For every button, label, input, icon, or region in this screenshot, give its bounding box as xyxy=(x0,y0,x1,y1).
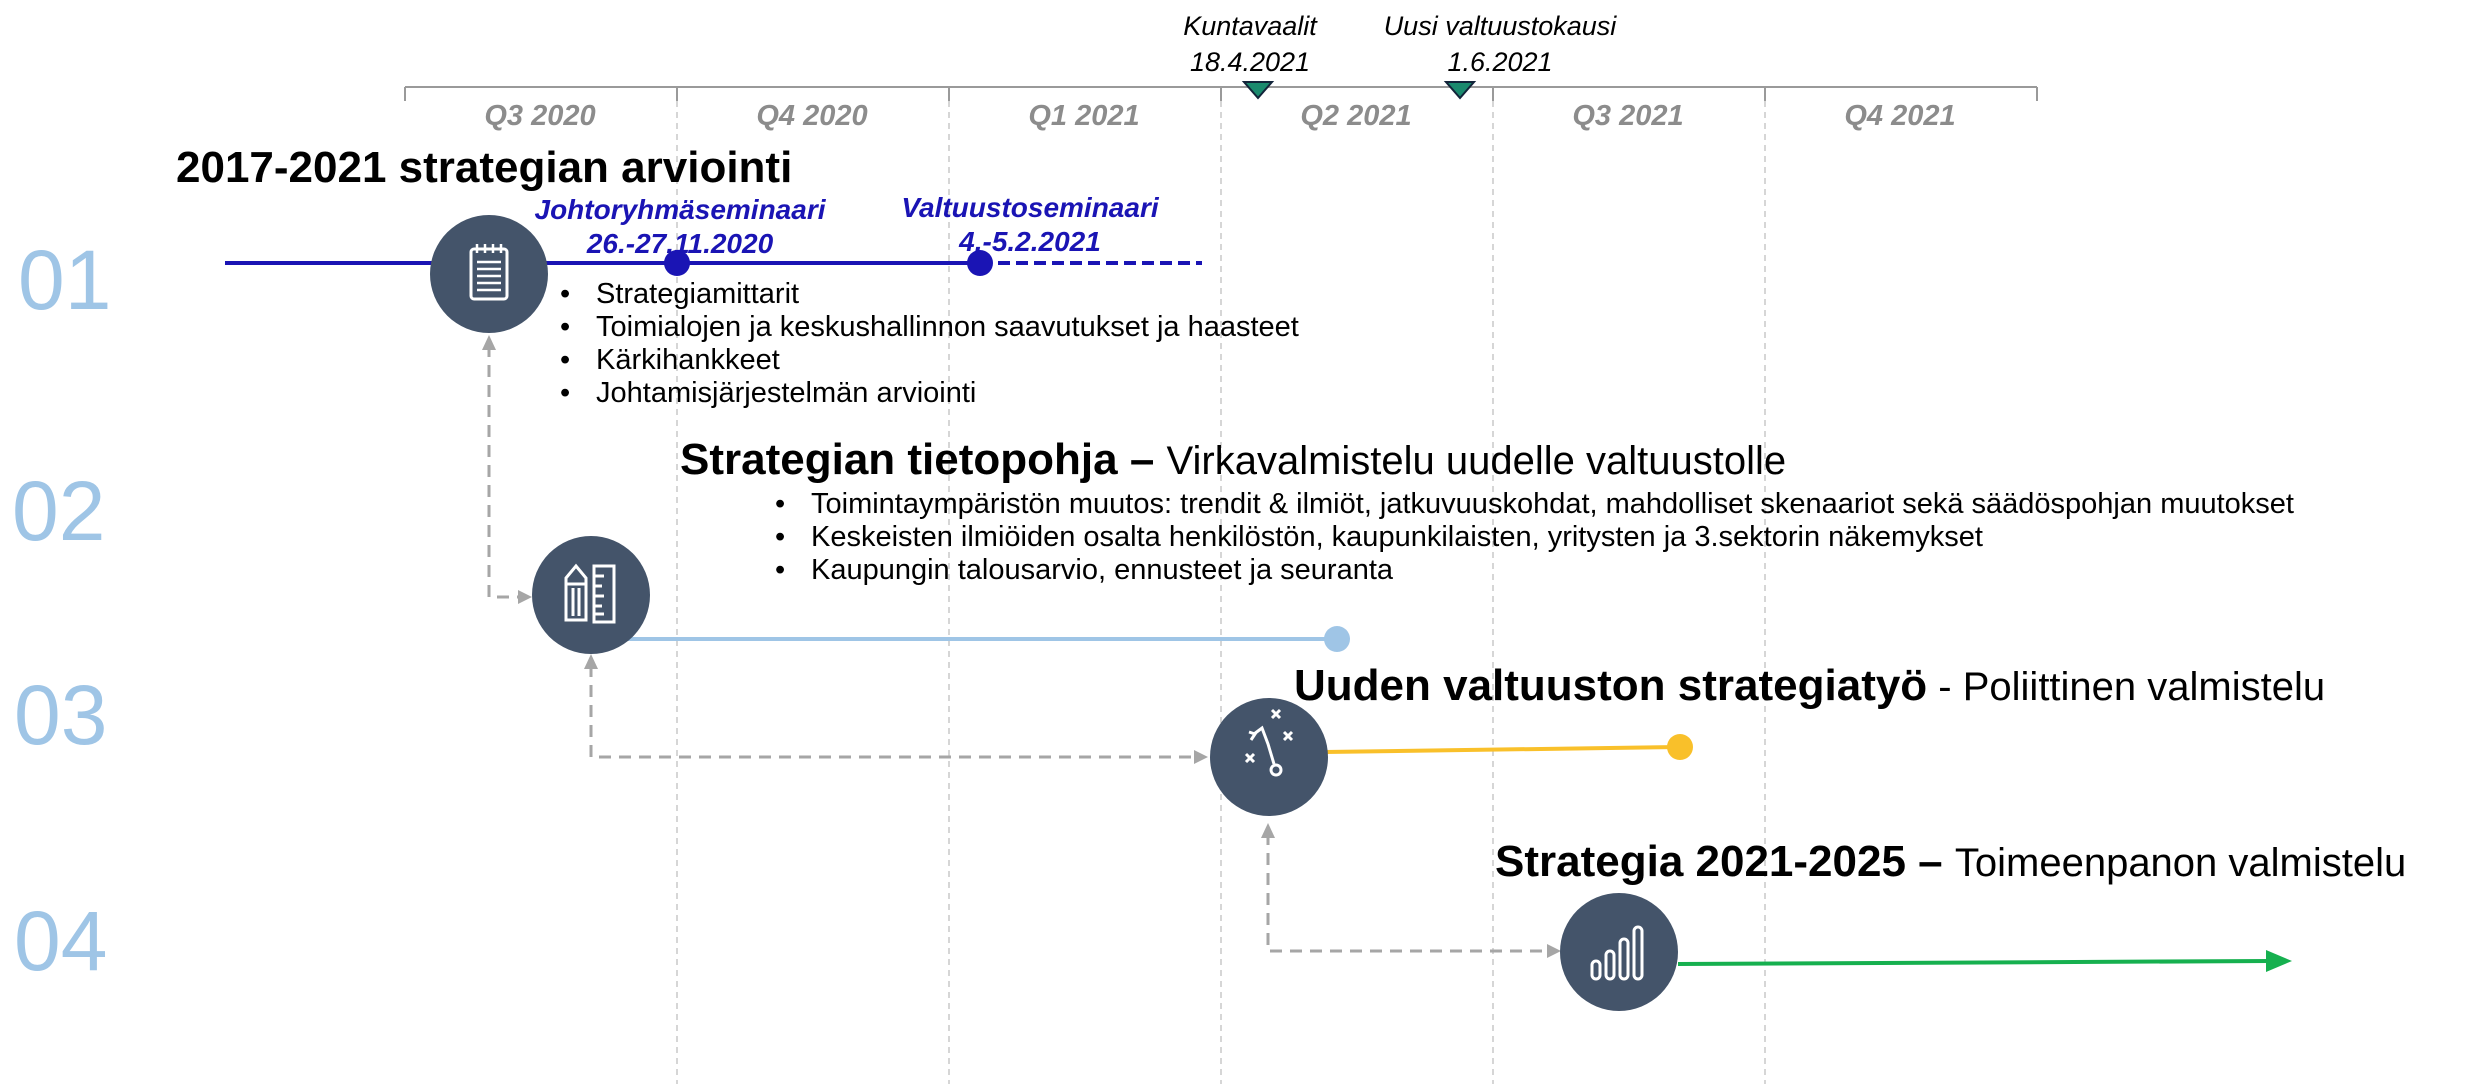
seminar-date: 26.-27.11.2020 xyxy=(586,228,774,259)
seminar-johtoryhma: Johtoryhmäseminaari 26.-27.11.2020 xyxy=(500,193,860,261)
row-03-icon xyxy=(1210,698,1328,816)
milestone-name: Uusi valtuustokausi xyxy=(1383,11,1617,41)
row-number: 02 xyxy=(12,464,106,558)
seminar-date: 4.-5.2.2021 xyxy=(959,226,1101,257)
row-03-line xyxy=(1324,745,1681,754)
quarter-label: Q3 2021 xyxy=(1572,100,1684,132)
connector-arrowhead xyxy=(1261,823,1275,838)
bullet-item: Keskeisten ilmiöiden osalta henkilöstön,… xyxy=(775,521,2294,554)
connector-arrowhead xyxy=(518,590,532,604)
row-subtitle: - Poliittinen valmistelu xyxy=(1927,665,2326,709)
connector-03-04 xyxy=(1266,833,1548,953)
row-number: 03 xyxy=(14,668,108,762)
bullet-item: Strategiamittarit xyxy=(560,278,1299,311)
row-02-icon xyxy=(532,536,650,654)
row-number: 01 xyxy=(18,233,112,327)
bullet-item: Kaupungin talousarvio, ennusteet ja seur… xyxy=(775,554,2294,587)
quarter-label: Q2 2021 xyxy=(1300,100,1412,132)
seminar-dot-johtoryhma xyxy=(664,250,690,276)
row-title: Strategian tietopohja – xyxy=(680,435,1155,484)
notepad-icon xyxy=(469,244,509,301)
strategy-play-icon xyxy=(1244,708,1294,777)
quarter-label: Q1 2021 xyxy=(1028,100,1140,132)
milestone-kuntavaalit: Kuntavaalit 18.4.2021 xyxy=(1150,8,1350,80)
row-04-line xyxy=(1677,959,2271,966)
milestone-valtuustokausi: Uusi valtuustokausi 1.6.2021 xyxy=(1350,8,1650,80)
quarter-label: Q4 2021 xyxy=(1844,100,1956,132)
row-01-icon xyxy=(430,215,548,333)
row-02-end-dot xyxy=(1324,626,1350,652)
row-01-bullets: Strategiamittarit Toimialojen ja keskush… xyxy=(560,278,1299,410)
bullet-item: Toimialojen ja keskushallinnon saavutuks… xyxy=(560,311,1299,344)
bullet-item: Johtamisjärjestelmän arviointi xyxy=(560,377,1299,410)
connector-02-03 xyxy=(589,665,1195,759)
row-02-title: Strategian tietopohja – Virkavalmistelu … xyxy=(680,435,1786,485)
row-04-arrowhead xyxy=(2266,950,2292,972)
row-02-bullets: Toimintaympäristön muutos: trendit & ilm… xyxy=(775,488,2294,587)
row-04-title: Strategia 2021-2025 – Toimeenpanon valmi… xyxy=(1495,837,2406,887)
row-subtitle: Toimeenpanon valmistelu xyxy=(1954,841,2407,885)
pencil-ruler-icon xyxy=(564,563,616,624)
row-03-title: Uuden valtuuston strategiatyö - Poliitti… xyxy=(1294,661,2325,711)
seminar-valtuusto: Valtuustoseminaari 4.-5.2.2021 xyxy=(860,191,1200,259)
row-title: Strategia 2021-2025 – xyxy=(1495,837,1943,886)
connector-arrowhead xyxy=(1547,944,1561,958)
milestone-marker-valtuustokausi xyxy=(1443,81,1477,100)
quarter-label: Q4 2020 xyxy=(756,100,868,132)
connector-arrowhead xyxy=(482,335,496,350)
seminar-name: Johtoryhmäseminaari xyxy=(534,194,826,225)
row-title: 2017-2021 strategian arviointi xyxy=(176,143,793,192)
row-04-icon xyxy=(1560,893,1678,1011)
milestone-marker-kuntavaalit xyxy=(1241,81,1275,100)
bullet-item: Kärkihankkeet xyxy=(560,344,1299,377)
row-subtitle: Virkavalmistelu uudelle valtuustolle xyxy=(1166,439,1787,483)
bullet-item: Toimintaympäristön muutos: trendit & ilm… xyxy=(775,488,2294,521)
seminar-dot-valtuusto xyxy=(967,250,993,276)
row-title: Uuden valtuuston strategiatyö xyxy=(1294,661,1928,710)
milestone-date: 18.4.2021 xyxy=(1189,47,1311,77)
connector-01-02 xyxy=(487,345,520,599)
row-03-end-dot xyxy=(1667,734,1693,760)
milestone-date: 1.6.2021 xyxy=(1447,47,1553,77)
milestone-name: Kuntavaalit xyxy=(1183,11,1317,41)
connector-arrowhead xyxy=(584,654,598,669)
row-01-title: 2017-2021 strategian arviointi xyxy=(176,143,792,193)
connector-arrowhead xyxy=(1194,750,1208,764)
quarter-label: Q3 2020 xyxy=(484,100,596,132)
row-number: 04 xyxy=(14,894,108,988)
seminar-name: Valtuustoseminaari xyxy=(901,192,1159,223)
bar-chart-icon xyxy=(1590,925,1644,981)
